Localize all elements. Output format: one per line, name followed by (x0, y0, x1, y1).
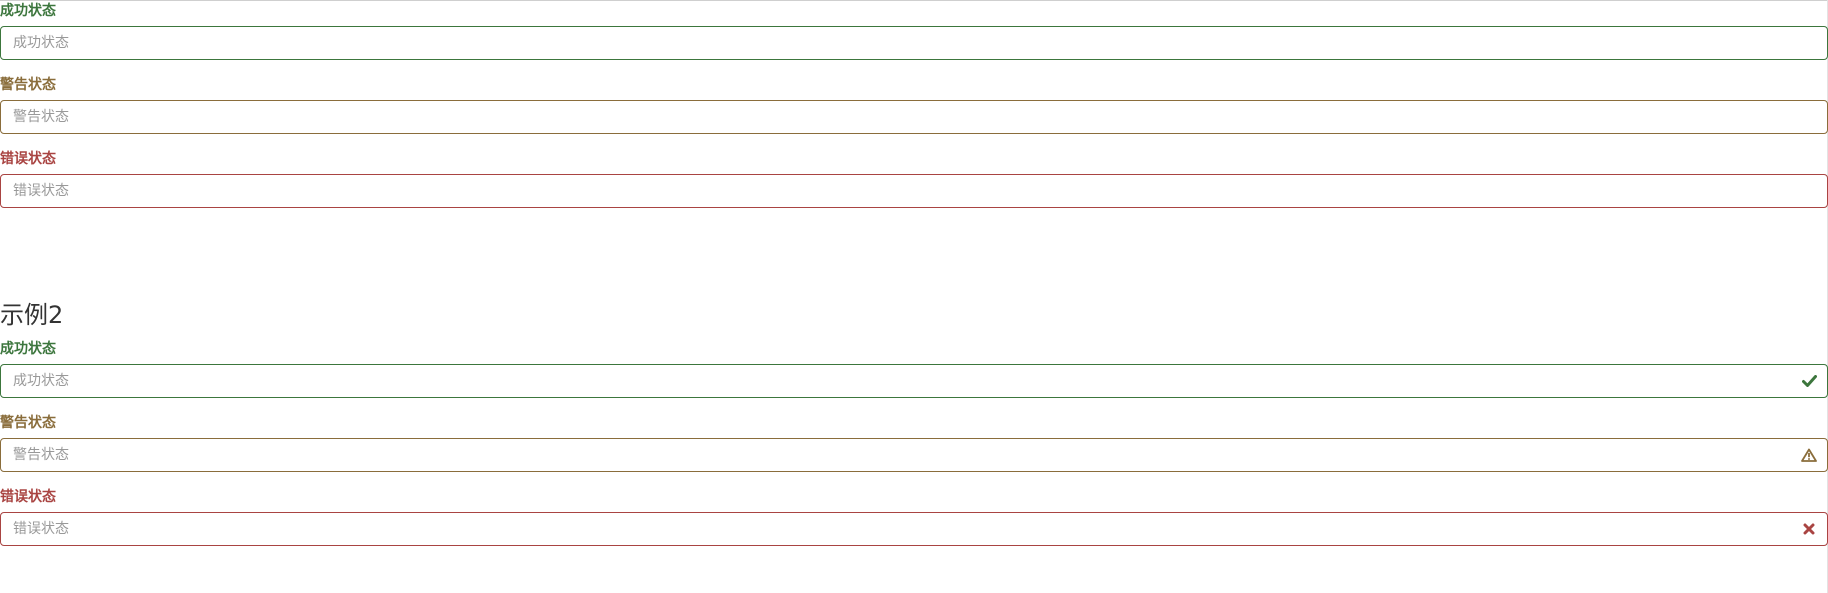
error-label: 错误状态 (0, 489, 56, 505)
error-label: 错误状态 (0, 151, 56, 167)
close-icon (1796, 512, 1822, 546)
success-label: 成功状态 (0, 3, 56, 19)
error-input-with-feedback[interactable] (0, 512, 1828, 546)
warning-triangle-icon (1796, 438, 1822, 472)
success-input-with-feedback[interactable] (0, 364, 1828, 398)
warning-input-with-feedback[interactable] (0, 438, 1828, 472)
warning-input[interactable] (0, 100, 1828, 134)
warning-label: 警告状态 (0, 77, 56, 93)
warning-label: 警告状态 (0, 415, 56, 431)
top-border (0, 0, 1828, 1)
checkmark-icon (1796, 364, 1822, 398)
example2-heading: 示例2 (0, 301, 64, 329)
error-input[interactable] (0, 174, 1828, 208)
success-label: 成功状态 (0, 341, 56, 357)
success-input[interactable] (0, 26, 1828, 60)
